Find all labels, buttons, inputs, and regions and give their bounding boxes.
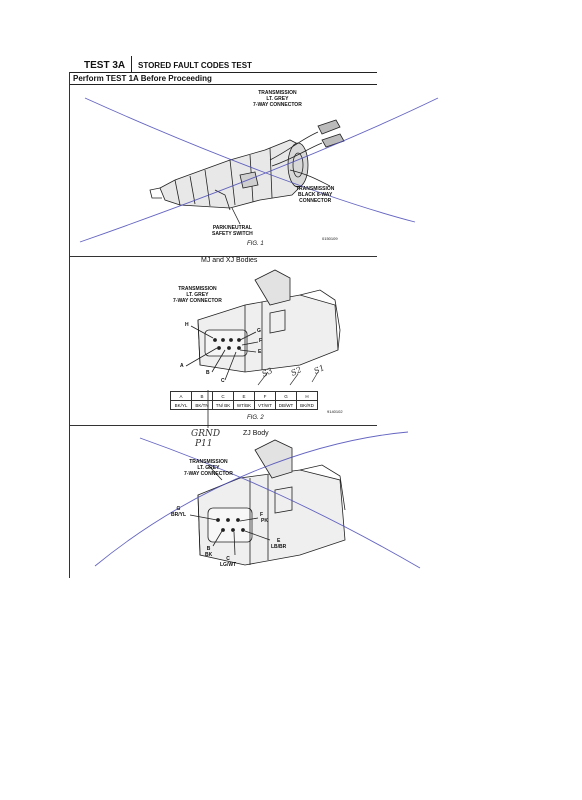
label-line: 7-WAY CONNECTOR xyxy=(253,102,302,108)
pin-label-a: A xyxy=(180,363,184,369)
fig1-black-connector-label: TRANSMISSION BLACK 8-WAY CONNECTOR xyxy=(296,186,334,204)
label-line: 7-WAY CONNECTOR xyxy=(173,298,222,304)
label-line: LT. GREY xyxy=(186,292,209,298)
fig1-code: 0150109 xyxy=(322,236,338,241)
label-line: CONNECTOR xyxy=(299,198,332,204)
section-divider-2 xyxy=(70,425,377,426)
pin-letter: G xyxy=(176,506,181,512)
pin-color: BK xyxy=(205,552,213,558)
fig3-section-title: ZJ Body xyxy=(243,430,269,437)
pin-label-f: F xyxy=(259,338,263,344)
label-line: BLACK 8-WAY xyxy=(298,192,333,198)
pin-label-b: B xyxy=(206,370,210,376)
pin-label-c: C xyxy=(221,378,225,384)
fig3-connector-label: TRANSMISSION LT. GREY 7-WAY CONNECTOR xyxy=(184,459,233,477)
pin-color: BR/YL xyxy=(171,512,186,518)
label-line: PARK/NEUTRAL xyxy=(212,225,252,231)
table-row: BK/YL BK/TN TN/ BK WT/BK VT/WT DB/WT BK/… xyxy=(170,400,318,410)
pin-letter: C xyxy=(226,556,230,562)
fig2-section-title: MJ and XJ Bodies xyxy=(201,257,258,264)
pin-color: PK xyxy=(261,518,268,524)
pin-color-table: A B C E F G H BK/YL BK/TN TN/ BK WT/BK V… xyxy=(170,391,318,410)
label-line: LT. GREY xyxy=(197,465,220,471)
test-title: STORED FAULT CODES TEST xyxy=(138,61,252,70)
subtitle-rule xyxy=(70,84,377,85)
label-line: SAFETY SWITCH xyxy=(212,231,253,237)
label-line: TRANSMISSION xyxy=(258,90,297,96)
label-line: TRANSMISSION xyxy=(189,459,228,465)
fig2-caption: FIG. 2 xyxy=(247,415,264,421)
fig1-grey-connector-label: TRANSMISSION LT. GREY 7-WAY CONNECTOR xyxy=(253,90,302,108)
section-divider-1 xyxy=(70,256,377,257)
left-margin-rule xyxy=(69,72,70,578)
test-id: TEST 3A xyxy=(84,60,126,71)
pin-letter: E xyxy=(276,538,281,544)
header-separator xyxy=(131,56,132,72)
label-line: TRANSMISSION xyxy=(296,186,335,192)
pin-color: LB/BR xyxy=(271,544,287,550)
pin-letter: B xyxy=(206,546,211,552)
fig2-code: 9140102 xyxy=(327,409,343,414)
table-header-row: A B C E F G H xyxy=(170,391,318,401)
fig1-switch-label: PARK/NEUTRAL SAFETY SWITCH xyxy=(212,225,253,237)
test-subtitle: Perform TEST 1A Before Proceeding xyxy=(73,74,212,83)
pin-label-g: G xyxy=(257,328,261,334)
fig1-caption: FIG. 1 xyxy=(247,241,264,247)
note-line: GRND xyxy=(191,429,221,439)
note-line: P11 xyxy=(195,439,213,449)
table-cell: BK/RD xyxy=(296,400,318,410)
label-line: 7-WAY CONNECTOR xyxy=(184,471,233,477)
fig2-connector-label: TRANSMISSION LT. GREY 7-WAY CONNECTOR xyxy=(173,286,222,304)
pin-letter: F xyxy=(259,512,263,518)
handwritten-note: GRND P11 xyxy=(191,429,220,449)
pin-label-h: H xyxy=(185,322,189,328)
pin-label-e: E xyxy=(258,349,262,355)
pin-b-label: B BK xyxy=(205,546,212,558)
label-line: TRANSMISSION xyxy=(178,286,217,292)
label-line: LT. GREY xyxy=(266,96,289,102)
pin-g-label: G BR/YL xyxy=(171,506,186,518)
pin-color: LG/WT xyxy=(220,562,237,568)
header-rule xyxy=(70,72,377,73)
pin-f-label: F PK xyxy=(255,512,268,524)
pin-c-label: C LG/WT xyxy=(220,556,236,568)
pin-e-label: E LB/BR xyxy=(271,538,286,550)
